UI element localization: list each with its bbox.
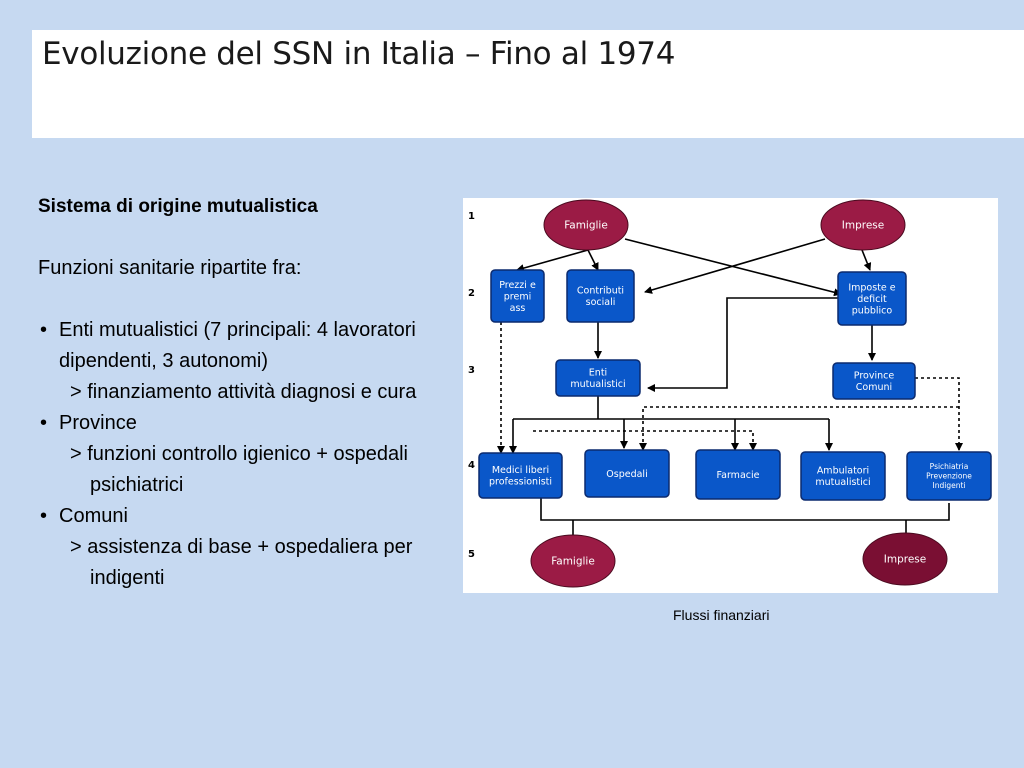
node-famiglie-top: Famiglie: [543, 199, 629, 251]
title-band: [32, 30, 1024, 138]
bullet-label: Enti mutualistici (7 principali: 4 lavor…: [59, 319, 416, 372]
node-label: Prevenzione: [926, 472, 972, 481]
bullet-label: Province: [59, 412, 137, 434]
node-label: Ambulatori: [817, 466, 869, 477]
flow-imposte-enti: [647, 297, 838, 392]
node-imprese-bottom: Imprese: [862, 532, 948, 586]
node-label: Province: [854, 371, 895, 382]
row-number: 5: [468, 549, 475, 560]
node-label: Medici liberi: [492, 465, 549, 476]
slide-title: Evoluzione del SSN in Italia – Fino al 1…: [42, 36, 676, 72]
row-number: 4: [468, 460, 475, 471]
bullet-dot: •: [40, 505, 48, 527]
row-number: 2: [468, 288, 475, 299]
node-label: pubblico: [852, 305, 893, 316]
bullet-label: Comuni: [59, 505, 128, 527]
node-label: ass: [510, 303, 526, 314]
node-label: mutualistici: [815, 477, 870, 488]
content-text: Sistema di origine mutualistica Funzioni…: [38, 192, 458, 594]
section-heading: Sistema di origine mutualistica: [38, 196, 318, 217]
node-label: Imprese: [842, 220, 884, 232]
node-label: Prezzi e: [499, 280, 536, 291]
node-label: Farmacie: [717, 470, 760, 481]
flow-province-ospedali: [639, 406, 959, 451]
diagram-caption: Flussi finanziari: [673, 607, 770, 623]
bullet-detail: > finanziamento attività diagnosi e cura: [70, 381, 417, 403]
node-label: sociali: [586, 297, 616, 308]
bullet-comuni: • Comuni: [38, 501, 458, 532]
node-label: Famiglie: [564, 220, 608, 232]
node-label: deficit: [857, 294, 887, 305]
node-label: Indigenti: [933, 481, 966, 490]
node-label: Famiglie: [551, 556, 595, 568]
intro-text: Funzioni sanitarie ripartite fra:: [38, 257, 302, 279]
node-label: Ospedali: [606, 469, 647, 480]
flow-dashed-farmacie: [533, 430, 757, 451]
flow-province-psichiatria: [915, 377, 963, 451]
flow-bottom-bus: [540, 497, 950, 521]
node-label: Psichiatria: [930, 462, 969, 471]
flow-famiglie-contributi: [587, 249, 599, 271]
node-label: Comuni: [856, 382, 892, 393]
node-label: Enti: [589, 368, 607, 379]
bullet-dot: •: [40, 319, 48, 341]
node-ospedali: Ospedali: [584, 449, 670, 498]
flow-famiglie-prezzi: [516, 249, 589, 272]
node-label: professionisti: [489, 477, 552, 488]
flow-imprese-contributi: [644, 238, 826, 294]
bullet-detail: > funzioni controllo igienico + ospedali…: [70, 443, 408, 496]
node-farmacie: Farmacie: [695, 449, 781, 500]
bullet-enti: • Enti mutualistici (7 principali: 4 lav…: [38, 315, 458, 377]
row-number: 1: [468, 211, 475, 222]
bullet-province: • Province: [38, 408, 458, 439]
node-famiglie-bottom: Famiglie: [530, 534, 616, 588]
node-label: Contributi: [577, 286, 624, 297]
node-imprese-top: Imprese: [820, 199, 906, 251]
node-label: Imprese: [884, 554, 926, 566]
row-number: 3: [468, 365, 475, 376]
flow-imprese-imposte: [861, 249, 872, 271]
node-label: mutualistici: [570, 379, 625, 390]
node-label: Imposte e: [848, 282, 895, 293]
node-label: premi: [504, 291, 531, 302]
bullet-detail: > assistenza di base + ospedaliera per i…: [70, 536, 413, 589]
bullet-dot: •: [40, 412, 48, 434]
